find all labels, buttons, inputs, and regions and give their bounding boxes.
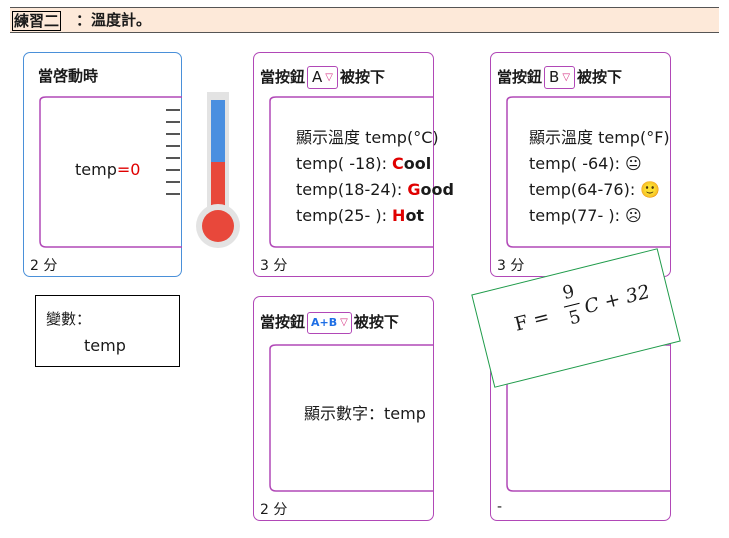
variable-temp: temp [84, 336, 126, 355]
range-text: temp( -18): [296, 154, 393, 173]
title-prefix: 當按鈕 [260, 68, 306, 86]
fraction-numerator: 9 [560, 280, 577, 305]
score-label: 3 分 [260, 258, 288, 274]
var-name: temp [75, 160, 117, 179]
range-text: temp(77- ): [529, 206, 626, 225]
button-a-dropdown[interactable]: A▽ [307, 66, 338, 89]
code-slot-outline [39, 96, 182, 248]
dropdown-caret-icon: ▽ [340, 316, 348, 328]
button-name: B [549, 68, 560, 87]
exercise-title: ：溫度計。 [76, 11, 152, 29]
equals-sign: = [116, 160, 131, 179]
display-temp-f: 顯示溫度 temp(°F) [529, 128, 670, 147]
title-suffix: 被按下 [577, 68, 623, 86]
code-slot-outline [506, 96, 671, 248]
label-rest: ood [420, 180, 454, 199]
title-suffix: 被按下 [353, 313, 399, 331]
exercise-tag: 練習二 [12, 11, 62, 31]
formula-f-equals: F = [512, 305, 552, 336]
on-start-title: 當啓動時 [38, 67, 99, 85]
score-label: 3 分 [497, 258, 525, 274]
code-slot-outline [269, 344, 434, 492]
neutral-face-icon: 😐 [625, 154, 642, 173]
range-row-good: temp(18-24): Good [296, 177, 454, 203]
label-first-letter: C [392, 154, 404, 173]
code-slot-outline [269, 96, 434, 248]
variables-label: 變數： [46, 310, 92, 328]
formula-fraction: 9 5 [558, 280, 585, 329]
display-number-statement: 顯示數字：temp [304, 404, 426, 423]
range-row-sad: temp(77- ): ☹ [529, 203, 642, 229]
score-label: 2 分 [260, 502, 288, 518]
init-value: 0 [130, 160, 141, 179]
temp-init-statement: temp=0 [75, 157, 140, 183]
fraction-denominator: 5 [566, 306, 583, 330]
range-text: temp(64-76): [529, 180, 641, 199]
title-prefix: 當按鈕 [260, 313, 306, 331]
range-row-cool: temp( -18): Cool [296, 151, 431, 177]
range-text: temp( -64): [529, 154, 626, 173]
title-prefix: 當按鈕 [497, 68, 543, 86]
label-rest: ot [405, 206, 425, 225]
score-label: 2 分 [30, 258, 58, 274]
exercise-header: 練習二 ：溫度計。 [10, 7, 719, 33]
label-rest: ool [403, 154, 432, 173]
range-text: temp(25- ): [296, 206, 393, 225]
formula-lhs: F = [512, 306, 551, 336]
formula-rhs: C + 32 [582, 280, 653, 319]
button-name: A [312, 68, 323, 87]
dropdown-caret-icon: ▽ [562, 71, 571, 83]
variables-box: 變數： temp [35, 295, 180, 367]
display-temp-c: 顯示溫度 temp(°C) [296, 128, 439, 147]
range-text: temp(18-24): [296, 180, 408, 199]
range-row-neutral: temp( -64): 😐 [529, 151, 642, 177]
dropdown-caret-icon: ▽ [325, 71, 333, 83]
happy-face-icon: 🙂 [640, 180, 661, 199]
button-ab-dropdown[interactable]: A+B▽ [307, 311, 352, 334]
range-row-happy: temp(64-76): 🙂 [529, 177, 660, 203]
button-name: A+B [311, 315, 338, 329]
sad-face-icon: ☹ [625, 206, 642, 225]
thermometer-icon [166, 92, 240, 248]
range-row-hot: temp(25- ): Hot [296, 203, 424, 229]
title-suffix: 被按下 [339, 68, 385, 86]
button-b-dropdown[interactable]: B▽ [544, 66, 576, 89]
label-first-letter: G [407, 180, 421, 199]
label-first-letter: H [392, 206, 406, 225]
on-start-card: 當啓動時 temp=0 2 分 [23, 52, 182, 277]
score-label: - [497, 499, 503, 515]
